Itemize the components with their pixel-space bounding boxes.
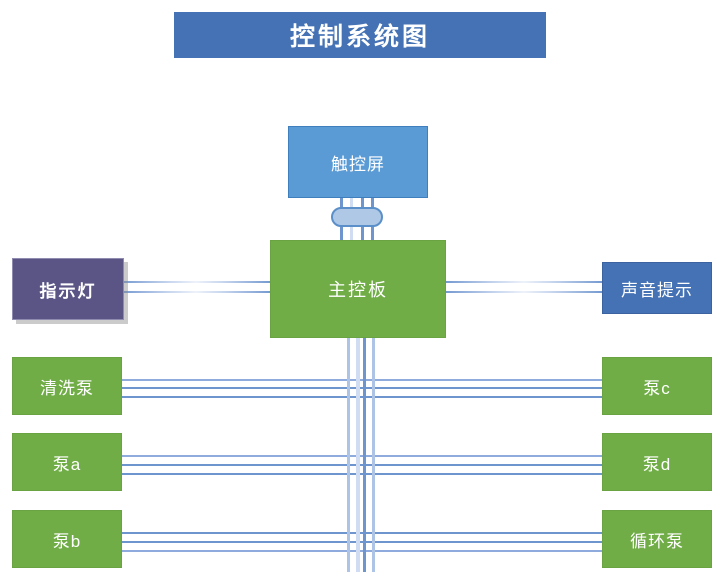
node-pump-b-label: 泵b (52, 531, 82, 551)
wire-sound-2 (442, 291, 606, 293)
cable-connector-icon (331, 207, 383, 227)
wire-sound-1 (442, 281, 606, 283)
wire-indicator-1 (118, 281, 274, 283)
node-pump-circulation-label: 循环泵 (630, 531, 684, 551)
node-mainboard-label: 主控板 (328, 280, 388, 300)
node-pump-a-label: 泵a (52, 454, 82, 474)
node-touchscreen[interactable]: 触控屏 (288, 126, 428, 198)
wire-mainboard-bus-1 (347, 336, 350, 572)
node-mainboard[interactable]: 主控板 (270, 240, 446, 338)
node-touchscreen-label: 触控屏 (331, 154, 385, 174)
node-pump-a[interactable]: 泵a (12, 433, 122, 491)
wire-mainboard-bus-4 (372, 336, 375, 572)
wire-indicator-2 (118, 291, 274, 293)
node-pump-circulation[interactable]: 循环泵 (602, 510, 712, 568)
wire-mainboard-bus-2 (356, 336, 360, 572)
node-indicator-lamp[interactable]: 指示灯 (12, 258, 124, 320)
node-sound-prompt-label: 声音提示 (621, 280, 693, 300)
node-pump-c[interactable]: 泵c (602, 357, 712, 415)
node-sound-prompt[interactable]: 声音提示 (602, 262, 712, 314)
page-title: 控制系统图 (289, 23, 430, 51)
node-pump-wash[interactable]: 清洗泵 (12, 357, 122, 415)
node-pump-wash-label: 清洗泵 (40, 378, 94, 398)
node-pump-b[interactable]: 泵b (12, 510, 122, 568)
node-indicator-lamp-label: 指示灯 (39, 281, 97, 301)
node-pump-d[interactable]: 泵d (602, 433, 712, 491)
diagram-title-banner: 控制系统图 (174, 12, 546, 58)
node-pump-c-label: 泵c (643, 378, 671, 398)
wire-mainboard-bus-3 (363, 336, 366, 572)
node-pump-d-label: 泵d (642, 454, 672, 474)
